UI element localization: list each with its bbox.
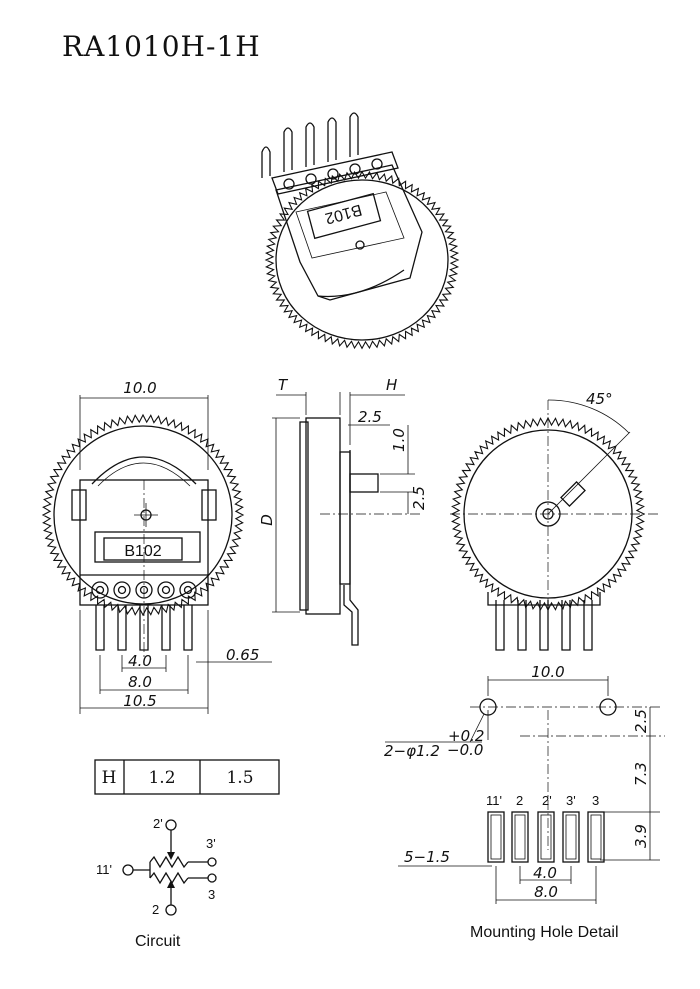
isometric-view: B102 [261,112,460,350]
circuit-pin-2prime: 2' [153,816,163,831]
front-span-dim: 8.0 [128,673,152,691]
side-h-label: H [386,376,397,394]
front-view: B102 10.0 4.0 8.0 1 [41,379,272,714]
front-width-dim: 10.0 [123,379,156,397]
circuit-pin-2: 2 [152,902,159,917]
page-title: RA1010H-1H [62,30,261,63]
circuit-pin-3prime: 3' [206,836,216,851]
mounting-hole-detail: 10.0 2.5 7.3 3.9 2−φ1.2 +0.2 −0.0 11' 2 … [384,663,665,941]
iso-pins [261,112,359,178]
front-marking-text: B102 [124,543,161,560]
mount-pin-3: 3 [592,793,599,808]
circuit-pin-3: 3 [208,887,215,902]
back-view: 45° [450,390,660,651]
mount-caption: Mounting Hole Detail [470,924,619,941]
mount-width-dim: 10.0 [531,663,564,681]
h-table-value-1: 1.2 [148,768,175,788]
circuit-pin-11prime: 11' [96,862,112,877]
side-t-label: T [278,376,289,394]
iso-knurled-wheel [264,170,460,350]
h-table-header: H [102,768,117,788]
mount-pin-2: 2 [516,793,523,808]
side-dim-c: 2.5 [410,486,428,510]
circuit-caption: Circuit [135,933,181,950]
mount-hole-spec: 2−φ1.2 [384,742,440,760]
h-table-value-2: 1.5 [226,768,253,788]
mount-slot-spec: 5−1.5 [404,848,450,866]
front-pin-width-dim: 0.65 [226,646,259,664]
mount-span-dim: 8.0 [534,883,558,901]
side-dim-b: 1.0 [390,428,408,452]
mount-pitch-dim: 4.0 [533,864,557,882]
side-dim-a: 2.5 [358,408,382,426]
mount-top-dim: 2.5 [632,709,650,733]
h-table: H 1.2 1.5 [94,759,280,795]
circuit-diagram: 2' 3' 11' 3 2 Circuit [96,816,217,950]
back-angle-label: 45° [586,390,613,408]
front-pin-holes [91,581,197,599]
mount-tol-minus: −0.0 [447,741,483,759]
front-pitch-dim: 4.0 [128,652,152,670]
front-overall-dim: 10.5 [123,692,156,710]
mount-pin-3prime: 3' [566,793,576,808]
mount-pin-11prime: 11' [486,793,502,808]
back-pins [495,600,593,651]
mount-pin-2prime: 2' [542,793,552,808]
mount-mid-dim: 7.3 [632,762,650,786]
mount-slots [487,811,605,863]
iso-pin-holes [283,158,383,190]
mount-slot-dim: 3.9 [632,824,650,848]
side-d-label: D [258,514,276,526]
side-view: T H D 2.5 1.0 2.5 [258,376,428,646]
mount-tol-plus: +0.2 [448,727,484,745]
